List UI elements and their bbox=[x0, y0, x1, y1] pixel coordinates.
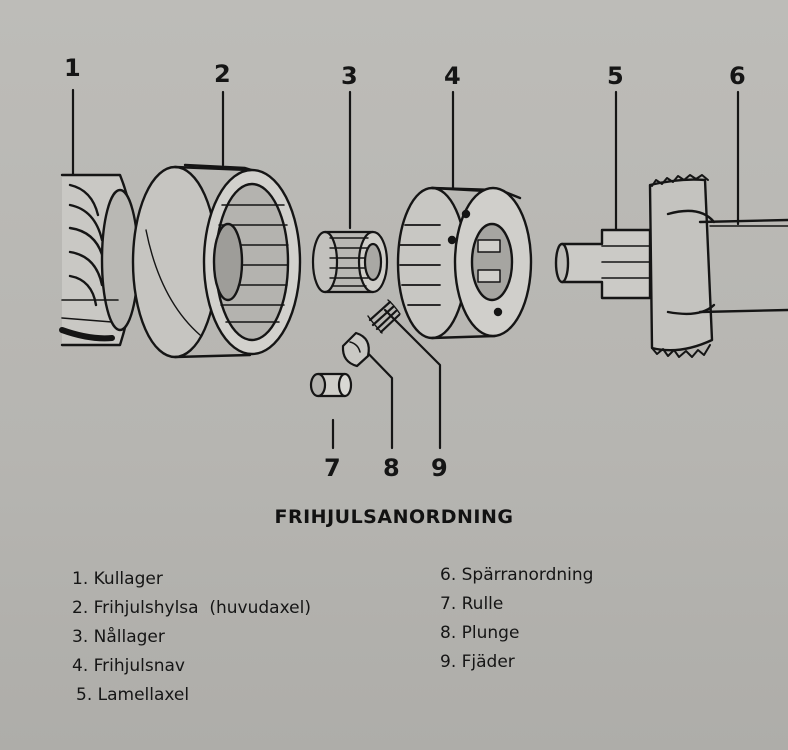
callout-4: 4 bbox=[444, 62, 461, 90]
legend-item: 2. Frihjulshylsa (huvudaxel) bbox=[72, 598, 311, 618]
legend-item: 3. Nållager bbox=[72, 627, 165, 647]
part-9-spring bbox=[367, 299, 401, 334]
callout-1: 1 bbox=[64, 54, 81, 82]
legend-item: 9. Fjäder bbox=[440, 652, 515, 672]
legend-left-column: 1. Kullager 2. Frihjulshylsa (huvudaxel)… bbox=[72, 565, 311, 710]
callout-6: 6 bbox=[729, 62, 746, 90]
legend-item: 7. Rulle bbox=[440, 594, 504, 614]
part-2-freewheel-sleeve bbox=[131, 163, 302, 359]
callout-8: 8 bbox=[383, 454, 400, 482]
part-7-roller bbox=[309, 372, 353, 398]
callout-3: 3 bbox=[341, 62, 358, 90]
legend-item: 5. Lamellaxel bbox=[76, 685, 190, 705]
legend-item: 1. Kullager bbox=[72, 569, 163, 589]
diagram-title: FRIHJULSANORDNING bbox=[274, 506, 514, 528]
part-1-ball-bearing bbox=[59, 173, 140, 347]
part-8-plunger bbox=[341, 331, 370, 368]
callout-5: 5 bbox=[607, 62, 624, 90]
callout-9: 9 bbox=[431, 454, 448, 482]
legend-right-column: 6. Spärranordning 7. Rulle 8. Plunge 9. … bbox=[440, 561, 593, 677]
part-6-ratchet bbox=[648, 174, 788, 358]
legend-item: 6. Spärranordning bbox=[440, 565, 594, 585]
part-4-freewheel-hub bbox=[396, 186, 533, 340]
callout-2: 2 bbox=[214, 60, 231, 88]
exploded-view-diagram bbox=[59, 88, 788, 450]
legend-item: 8. Plunge bbox=[440, 623, 520, 643]
part-5-lamella-shaft bbox=[554, 228, 652, 300]
leader-lines bbox=[71, 88, 740, 450]
legend-item: 4. Frihjulsnav bbox=[72, 656, 185, 676]
part-3-needle-bearing bbox=[311, 230, 389, 294]
callout-7: 7 bbox=[324, 454, 341, 482]
